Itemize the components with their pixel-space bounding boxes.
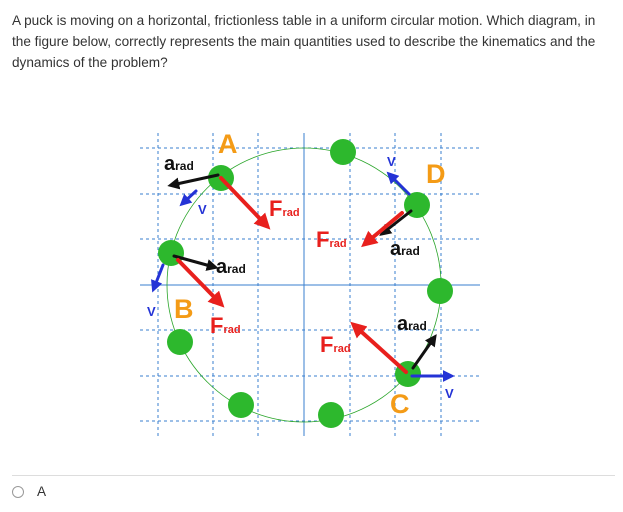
answer-option-a[interactable]: A [12,484,46,499]
v-label-c: V [445,386,454,401]
f-rad-label-d: Frad [316,227,347,252]
a-rad-arrow-d [379,209,413,236]
puck-bottom [228,392,254,418]
a-rad-label-b: arad [216,256,246,278]
a-rad-label-a: arad [164,153,194,175]
f-rad-arrow-a [219,176,271,230]
f-rad-arrow-d [361,211,404,248]
a-rad-arrow-c [411,334,437,370]
v-label-b: V [147,304,156,319]
f-rad-arrow-b [176,258,225,308]
point-label-b: B [174,294,194,324]
radio-button-a[interactable] [12,485,24,498]
point-label-a: A [218,129,238,159]
point-label-c: C [390,389,410,419]
answer-divider [12,475,615,476]
question-text: A puck is moving on a horizontal, fricti… [12,13,596,70]
f-rad-label-a: Frad [269,196,300,221]
puck-bottom-mid [318,402,344,428]
point-label-d: D [426,159,446,189]
f-rad-label-b: Frad [210,313,241,338]
f-rad-label-c: Frad [320,332,351,357]
puck-left [167,329,193,355]
labels: A B D C arad V Frad arad V Frad V Frad a… [147,129,454,419]
v-arrow-a [179,189,198,207]
a-rad-arrow-a [167,173,220,190]
v-arrow-d [386,171,411,196]
puck-top [330,139,356,165]
a-rad-arrow-b [172,254,219,271]
center-axes [140,133,480,436]
v-arrow-b [151,263,165,293]
a-rad-label-c: arad [397,313,427,335]
a-rad-label-d: arad [390,238,420,260]
v-label-d: V [387,154,396,169]
v-label-a: V [198,202,207,217]
f-rad-arrow-c [350,321,408,374]
puck-right [427,278,453,304]
vectors [151,171,455,382]
answer-option-label: A [37,484,47,499]
